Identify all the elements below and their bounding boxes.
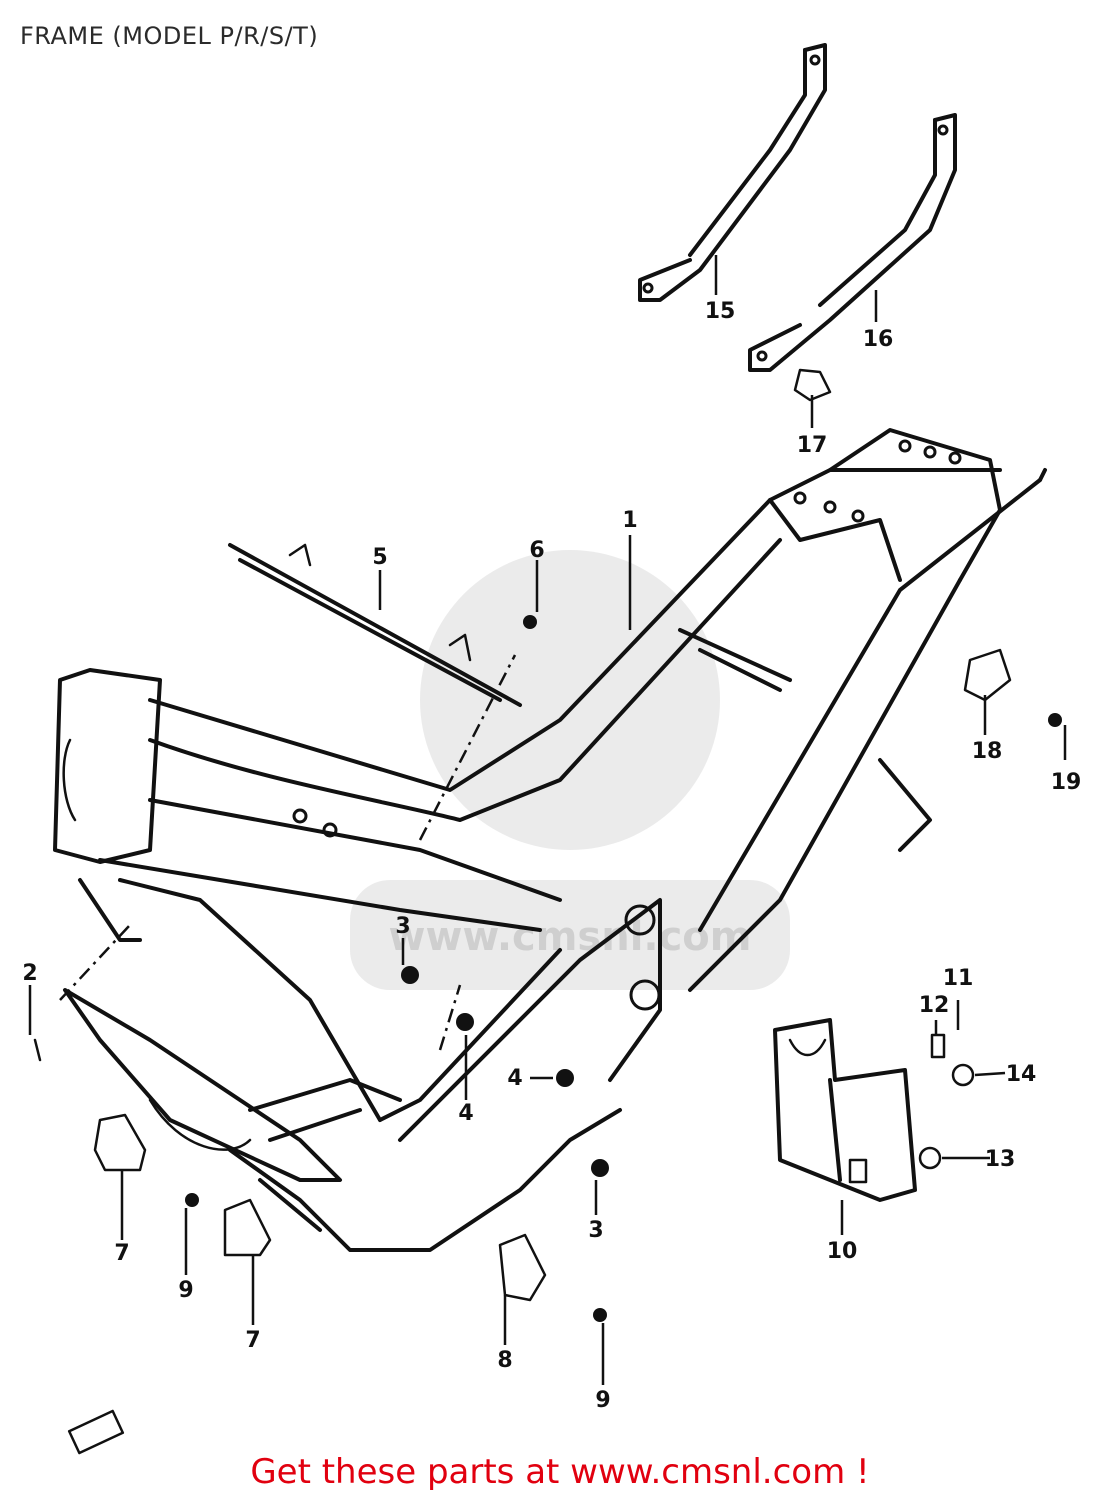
callout-16: 16 — [863, 327, 894, 352]
grab-rail-part-15 — [638, 43, 827, 302]
lower-guard — [63, 988, 342, 1182]
callout-7b: 7 — [245, 1328, 260, 1353]
callout-9a: 9 — [178, 1278, 193, 1303]
callout-9b: 9 — [595, 1388, 610, 1413]
grab-rail-part-16 — [748, 113, 957, 372]
main-frame — [53, 428, 1047, 1252]
watermark-text: www.cmsnl.com — [389, 914, 752, 960]
callout-4b: 4 — [507, 1066, 522, 1091]
callout-6: 6 — [529, 538, 544, 563]
callout-10: 10 — [827, 1239, 858, 1264]
callout-7a: 7 — [114, 1241, 129, 1266]
leader-lines — [28, 255, 1067, 1385]
page-title: FRAME (MODEL P/R/S/T) — [20, 22, 319, 50]
callout-18: 18 — [972, 739, 1003, 764]
callout-2: 2 — [22, 961, 37, 986]
callout-19: 19 — [1051, 770, 1082, 795]
small-parts — [33, 368, 1062, 1455]
callout-3a: 3 — [395, 914, 410, 939]
callout-15: 15 — [705, 299, 736, 324]
callout-8: 8 — [497, 1348, 512, 1373]
watermark-logo: www.cmsnl.com — [350, 550, 790, 990]
battery-box-part-10 — [773, 1018, 917, 1202]
callout-1: 1 — [622, 508, 637, 533]
footer-banner[interactable]: Get these parts at www.cmsnl.com ! — [250, 1452, 870, 1492]
callout-5: 5 — [372, 545, 387, 570]
callout-3b: 3 — [588, 1218, 603, 1243]
callout-14: 14 — [1006, 1062, 1037, 1087]
callout-13: 13 — [985, 1147, 1016, 1172]
callout-17: 17 — [797, 433, 828, 458]
callout-12: 12 — [919, 993, 950, 1018]
callout-labels: 1 2 3 3 4 4 5 6 7 7 8 9 9 10 11 12 13 14… — [22, 299, 1081, 1413]
callout-11: 11 — [943, 966, 974, 991]
tank-rail-part-5 — [228, 543, 522, 707]
callout-4a: 4 — [458, 1101, 473, 1126]
